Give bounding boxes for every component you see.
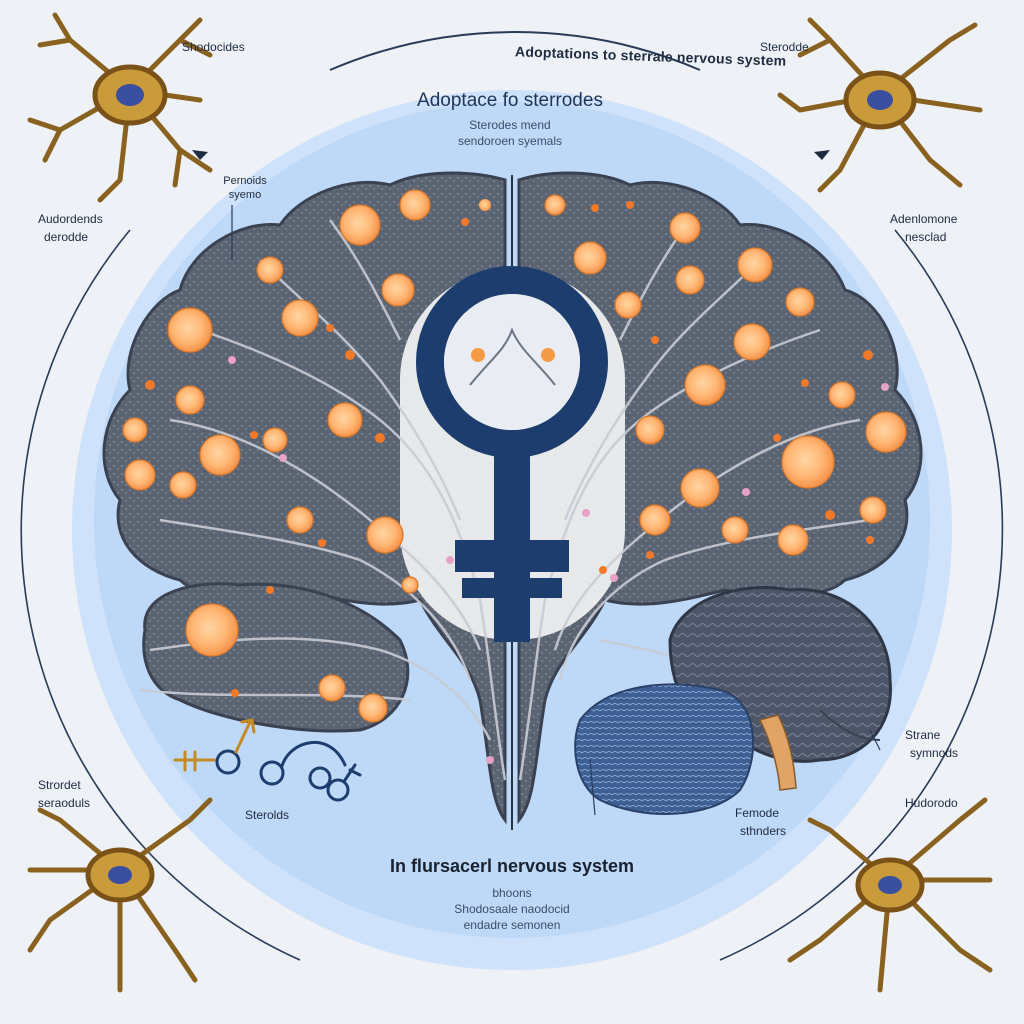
hormone-nodes-right xyxy=(544,194,907,556)
left-arc-line xyxy=(20,229,301,961)
heading-subtitle-line-1: Sterodes mend xyxy=(469,118,551,132)
brain-right-hemisphere xyxy=(517,171,923,825)
small-nodes-left xyxy=(145,199,494,764)
small-nodes-right xyxy=(582,201,889,582)
label-left-side-line-1: Audordends xyxy=(38,212,103,226)
cerebellum xyxy=(574,683,755,815)
neuron-cell-top-right xyxy=(777,17,983,193)
label-bottom-left-line-1: Strordet xyxy=(38,778,81,792)
arrow-head-icon xyxy=(192,150,208,160)
label-strane-line-2: symnods xyxy=(910,746,959,760)
label-right-side-line-2: nesclad xyxy=(905,230,947,244)
bottom-text-line-2: Shodosaale naodocid xyxy=(454,902,570,916)
label-top-left-neuron: Shodocides xyxy=(182,40,245,54)
label-left-side-line-2: derodde xyxy=(44,230,89,244)
neuron-cell-top-left xyxy=(27,12,213,203)
label-leader-lines xyxy=(231,205,881,816)
label-right-side-line-1: Adenlomone xyxy=(890,212,958,226)
neuron-cell-bottom-right xyxy=(787,797,993,993)
bottom-heading: In flursacerl nervous system xyxy=(389,856,635,876)
label-female-line-2: sthnders xyxy=(740,824,787,838)
bottom-text-line-3: endadre semonen xyxy=(463,918,561,932)
female-symbol-icon xyxy=(416,266,608,642)
label-pernoids-line-1: Pernoids xyxy=(223,175,267,187)
molecule-symbols-icon xyxy=(173,718,362,802)
label-top-right-neuron: Sterodde xyxy=(760,40,809,54)
label-strane-line-1: Strane xyxy=(905,728,941,742)
right-arc-line xyxy=(719,229,1004,961)
neuron-cell-bottom-left xyxy=(27,797,213,993)
label-steroids: Sterolds xyxy=(245,808,290,822)
arrow-head-icon xyxy=(814,150,830,160)
brain-stem xyxy=(758,714,797,791)
label-pernoids-line-2: syemo xyxy=(228,189,262,201)
main-heading: Adoptace fo sterrodes xyxy=(417,90,603,111)
top-arc-line xyxy=(329,31,701,71)
label-bottom-left-line-2: seraoduls xyxy=(38,796,91,810)
hormone-nodes-left xyxy=(122,189,431,723)
bottom-text-line-1: bhoons xyxy=(492,886,532,900)
label-bottom-right-neuron: Hudorodo xyxy=(905,796,958,810)
heading-subtitle-line-2: sendoroen syemals xyxy=(457,134,563,148)
label-female-line-1: Femode xyxy=(735,806,780,820)
